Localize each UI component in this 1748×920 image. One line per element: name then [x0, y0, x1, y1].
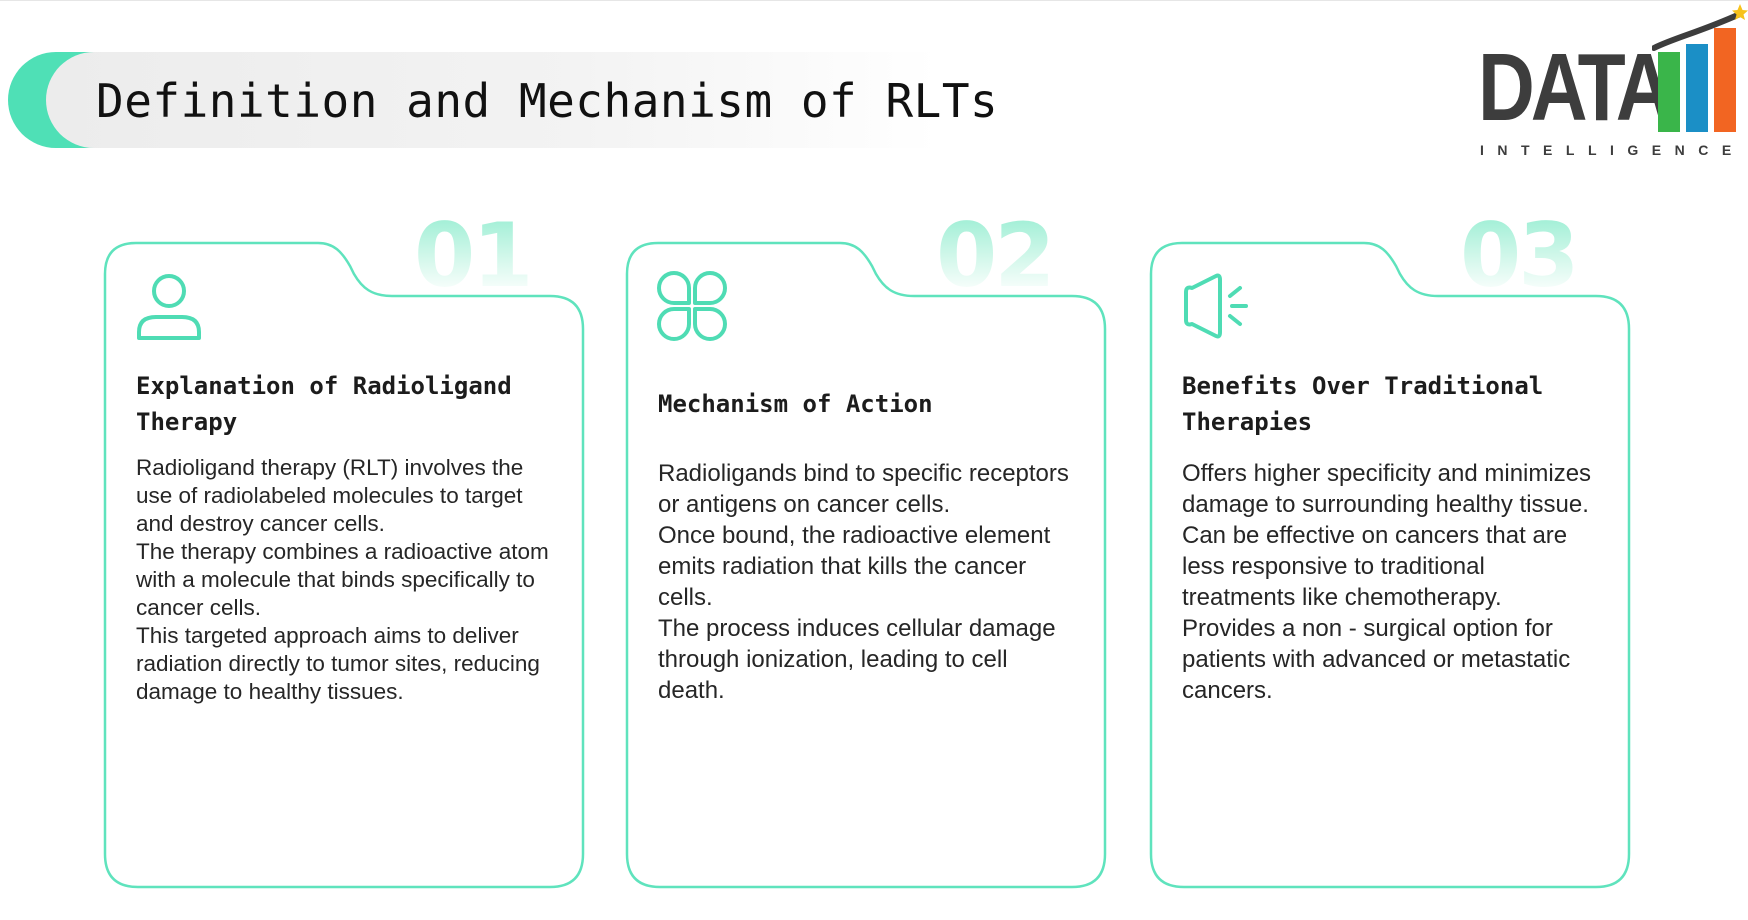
logo-bars-icon	[1652, 4, 1748, 132]
card-number: 02	[936, 212, 1096, 300]
card-paragraph: Offers higher specificity and minimizes …	[1182, 460, 1592, 518]
card-mechanism: 02 Mechanism of Action Radioligands bind…	[624, 212, 1108, 890]
speaker-icon	[1184, 273, 1248, 339]
card-frame	[1149, 241, 1631, 889]
logo-subtitle: INTELLIGENCE	[1480, 142, 1745, 158]
card-number: 01	[414, 212, 574, 300]
card-number: 03	[1460, 212, 1620, 300]
top-divider	[0, 0, 1748, 1]
card-paragraph: Provides a non - surgical option for pat…	[1182, 615, 1571, 704]
card-paragraph: The process induces cellular damage thro…	[658, 615, 1056, 704]
banner-background	[46, 52, 938, 148]
clover-icon	[657, 271, 727, 341]
user-icon	[137, 274, 201, 340]
card-body: Offers higher specificity and minimizes …	[1182, 458, 1602, 706]
card-paragraph: Radioligands bind to specific receptors …	[658, 460, 1069, 518]
card-body: Radioligands bind to specific receptors …	[658, 458, 1078, 706]
data-intelligence-logo: DATA INTELLIGENCE	[1470, 4, 1748, 164]
card-paragraph: Can be effective on cancers that are les…	[1182, 522, 1568, 611]
title-banner: Definition and Mechanism of RLTs	[8, 52, 998, 148]
card-paragraph: This targeted approach aims to deliver r…	[136, 623, 540, 704]
card-paragraph: The therapy combines a radioactive atom …	[136, 539, 549, 620]
card-explanation: 01 Explanation of Radioligand Therapy Ra…	[102, 212, 586, 890]
card-benefits: 03 Benefits Over Traditional Therapies O…	[1148, 212, 1632, 890]
card-title: Benefits Over Traditional Therapies	[1182, 372, 1544, 436]
card-title: Mechanism of Action	[658, 390, 933, 418]
card-paragraph: Once bound, the radioactive element emit…	[658, 522, 1051, 611]
card-body: Radioligand therapy (RLT) involves the u…	[136, 454, 556, 706]
card-paragraph: Radioligand therapy (RLT) involves the u…	[136, 455, 524, 536]
page-title: Definition and Mechanism of RLTs	[96, 74, 999, 128]
card-frame	[103, 241, 585, 889]
card-frame	[625, 241, 1107, 889]
card-title: Explanation of Radioligand Therapy	[136, 372, 512, 436]
logo-wordmark: DATA	[1478, 34, 1673, 141]
